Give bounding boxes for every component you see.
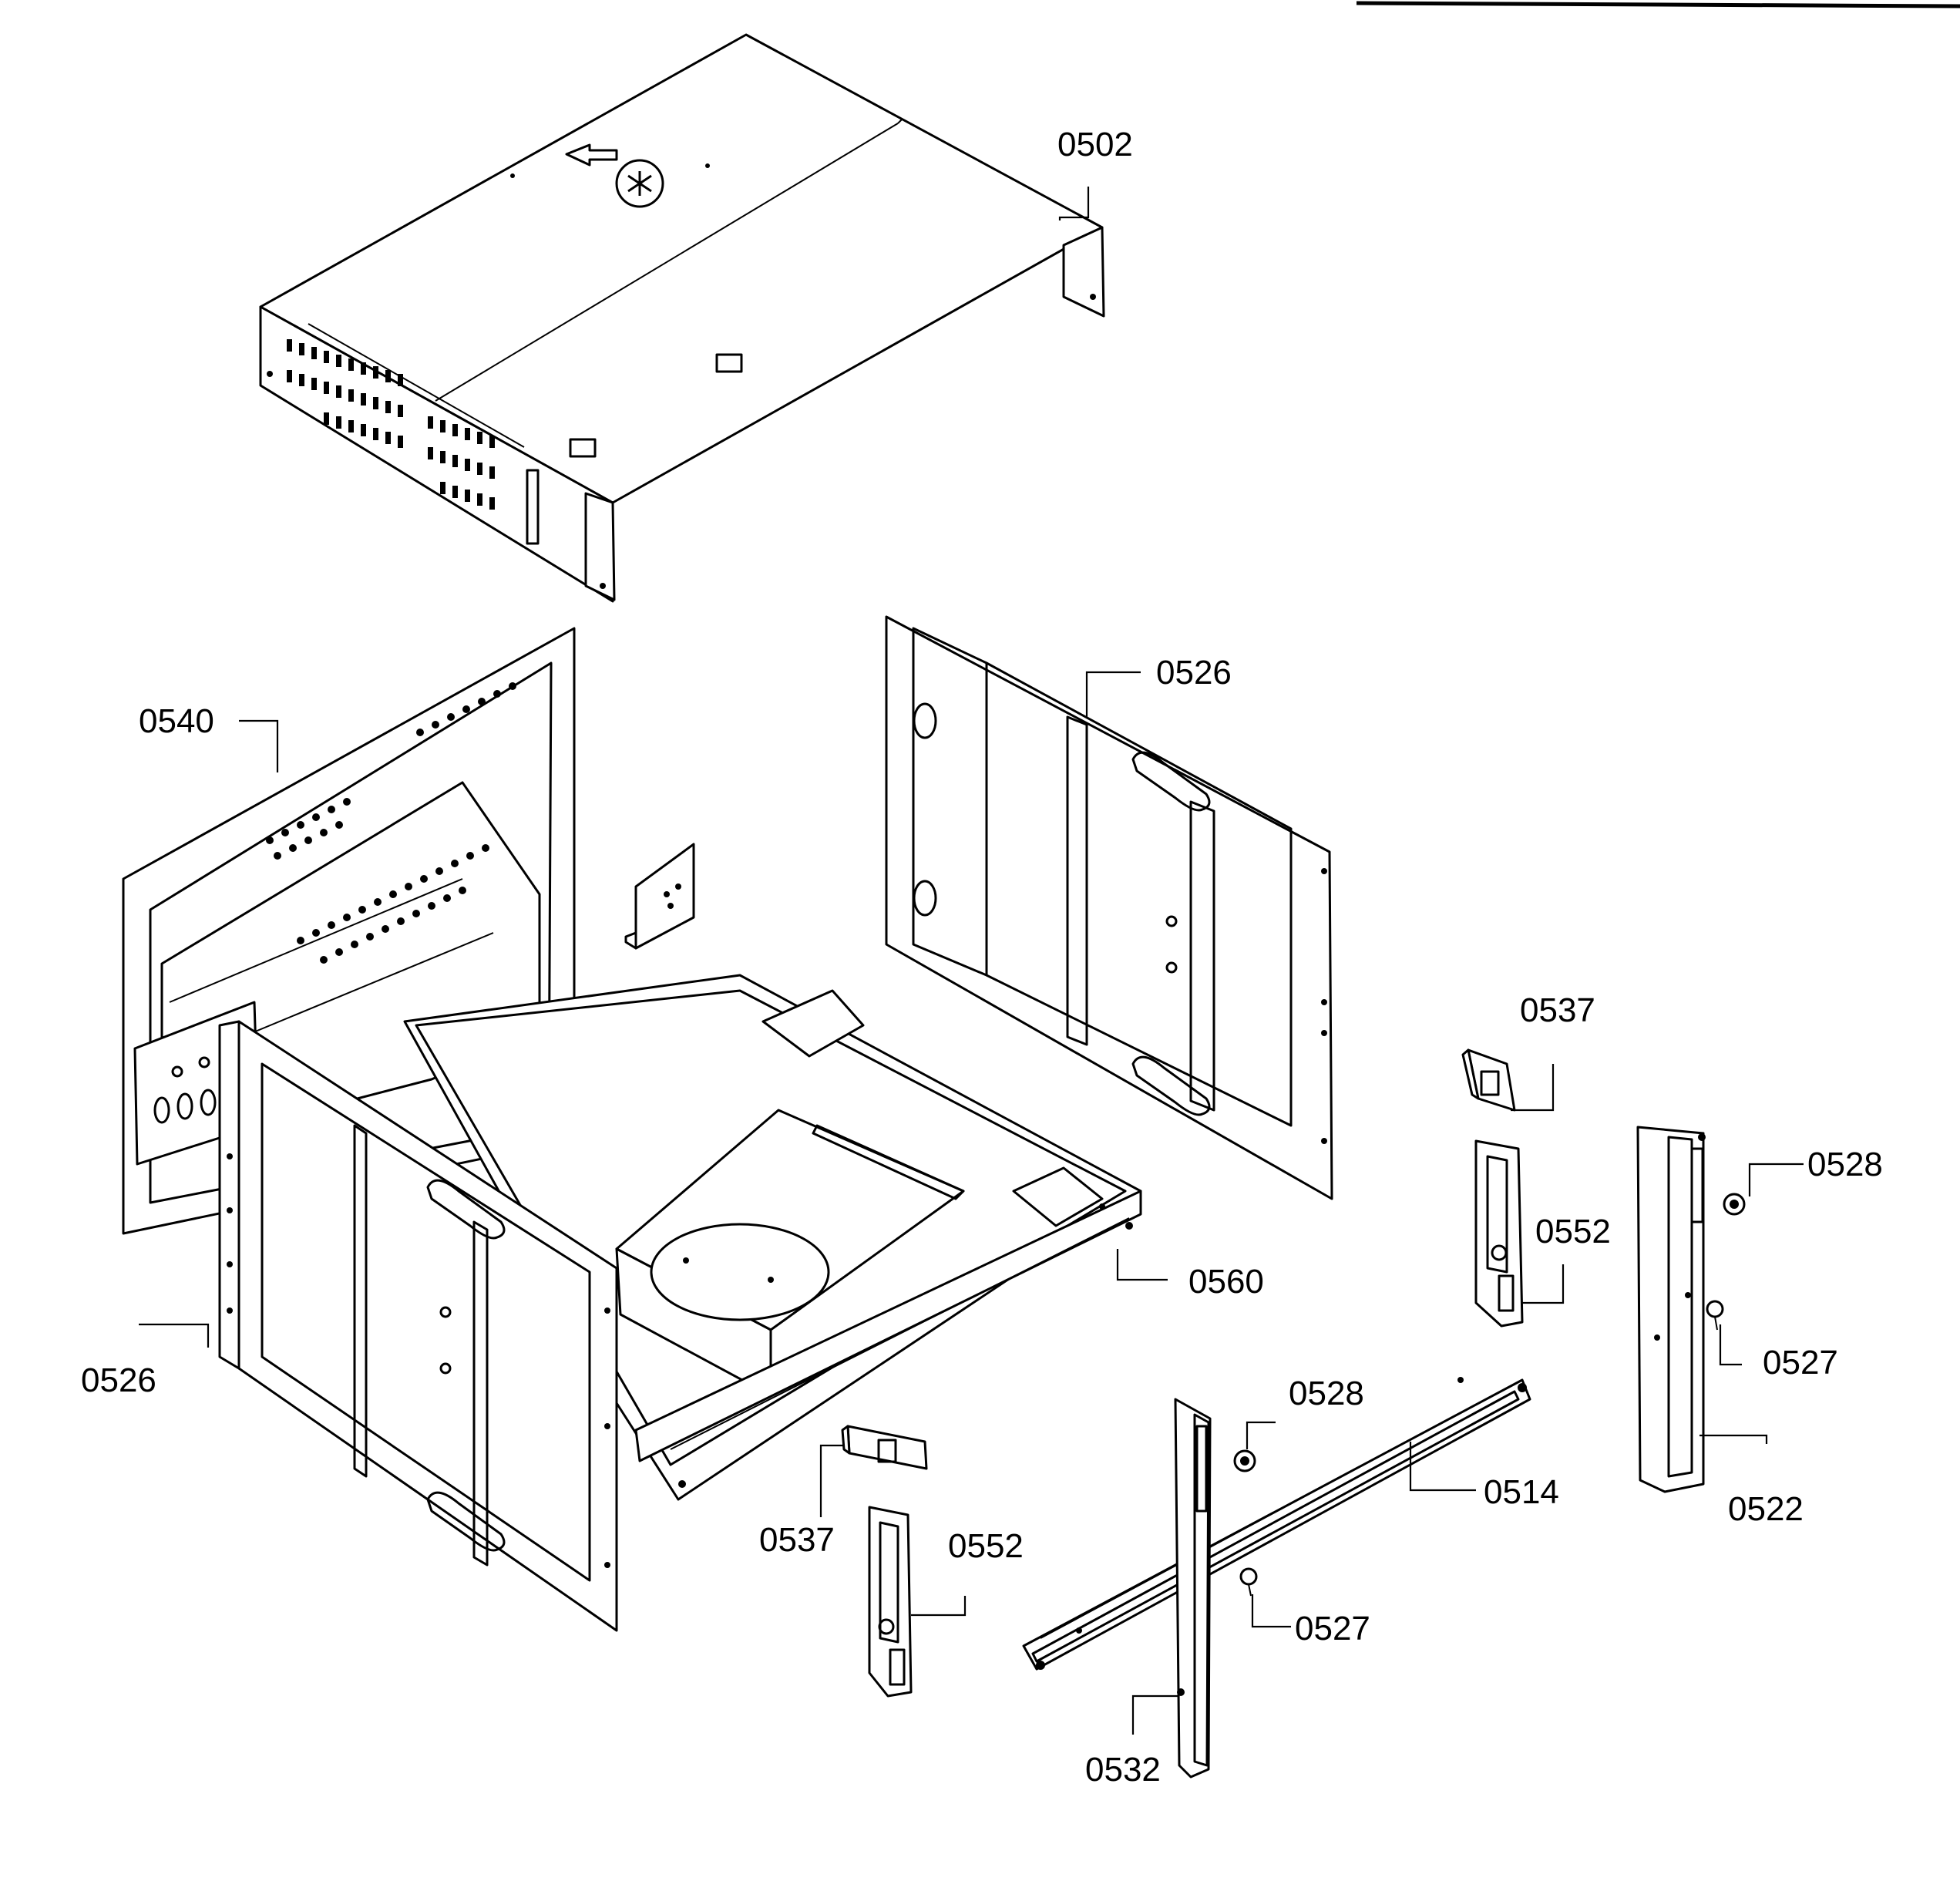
part-small-bracket: [624, 843, 695, 950]
callout-0527-right: 0527: [1763, 1344, 1838, 1382]
top-border-line: [1356, 1, 1960, 8]
callout-0552-middle: 0552: [948, 1527, 1024, 1565]
callout-labels: 0502 0526 0540 0537 0528 0552 0560 0527 …: [81, 126, 1883, 1789]
part-hinge-right: [1474, 1139, 1524, 1328]
callout-0560: 0560: [1188, 1263, 1264, 1301]
part-rail-right: [1636, 1126, 1706, 1493]
part-nut-right: [1723, 1193, 1746, 1216]
callout-0528-right: 0528: [1807, 1146, 1883, 1183]
part-screw-right: [1706, 1300, 1724, 1331]
callout-0532: 0532: [1085, 1751, 1161, 1789]
callout-0528-middle: 0528: [1289, 1375, 1364, 1412]
part-hinge-middle: [868, 1506, 913, 1698]
part-rail-middle: [1174, 1398, 1212, 1779]
leader-lines: [139, 187, 1804, 1735]
callout-0552-right: 0552: [1535, 1213, 1611, 1250]
callout-0527-middle: 0527: [1295, 1610, 1370, 1647]
callout-0522: 0522: [1728, 1490, 1804, 1528]
part-top-cover: [259, 33, 1105, 603]
part-clip-middle: [841, 1425, 928, 1470]
part-slide-rail: [1022, 1377, 1531, 1671]
part-right-side-wall: [885, 615, 1333, 1200]
callout-0526-right: 0526: [1156, 654, 1232, 692]
callout-0540: 0540: [139, 702, 214, 740]
part-screw-middle: [1239, 1567, 1258, 1597]
callout-0514: 0514: [1484, 1473, 1559, 1511]
callout-0537-middle: 0537: [759, 1521, 835, 1559]
callout-0526-left: 0526: [81, 1361, 156, 1399]
part-nut-middle: [1233, 1449, 1256, 1472]
part-clip-right: [1461, 1048, 1516, 1112]
part-left-side-wall: [218, 1020, 618, 1632]
callout-0537-right: 0537: [1520, 991, 1595, 1029]
callout-0502: 0502: [1057, 126, 1133, 163]
part-bottom-pan: [403, 974, 1142, 1501]
